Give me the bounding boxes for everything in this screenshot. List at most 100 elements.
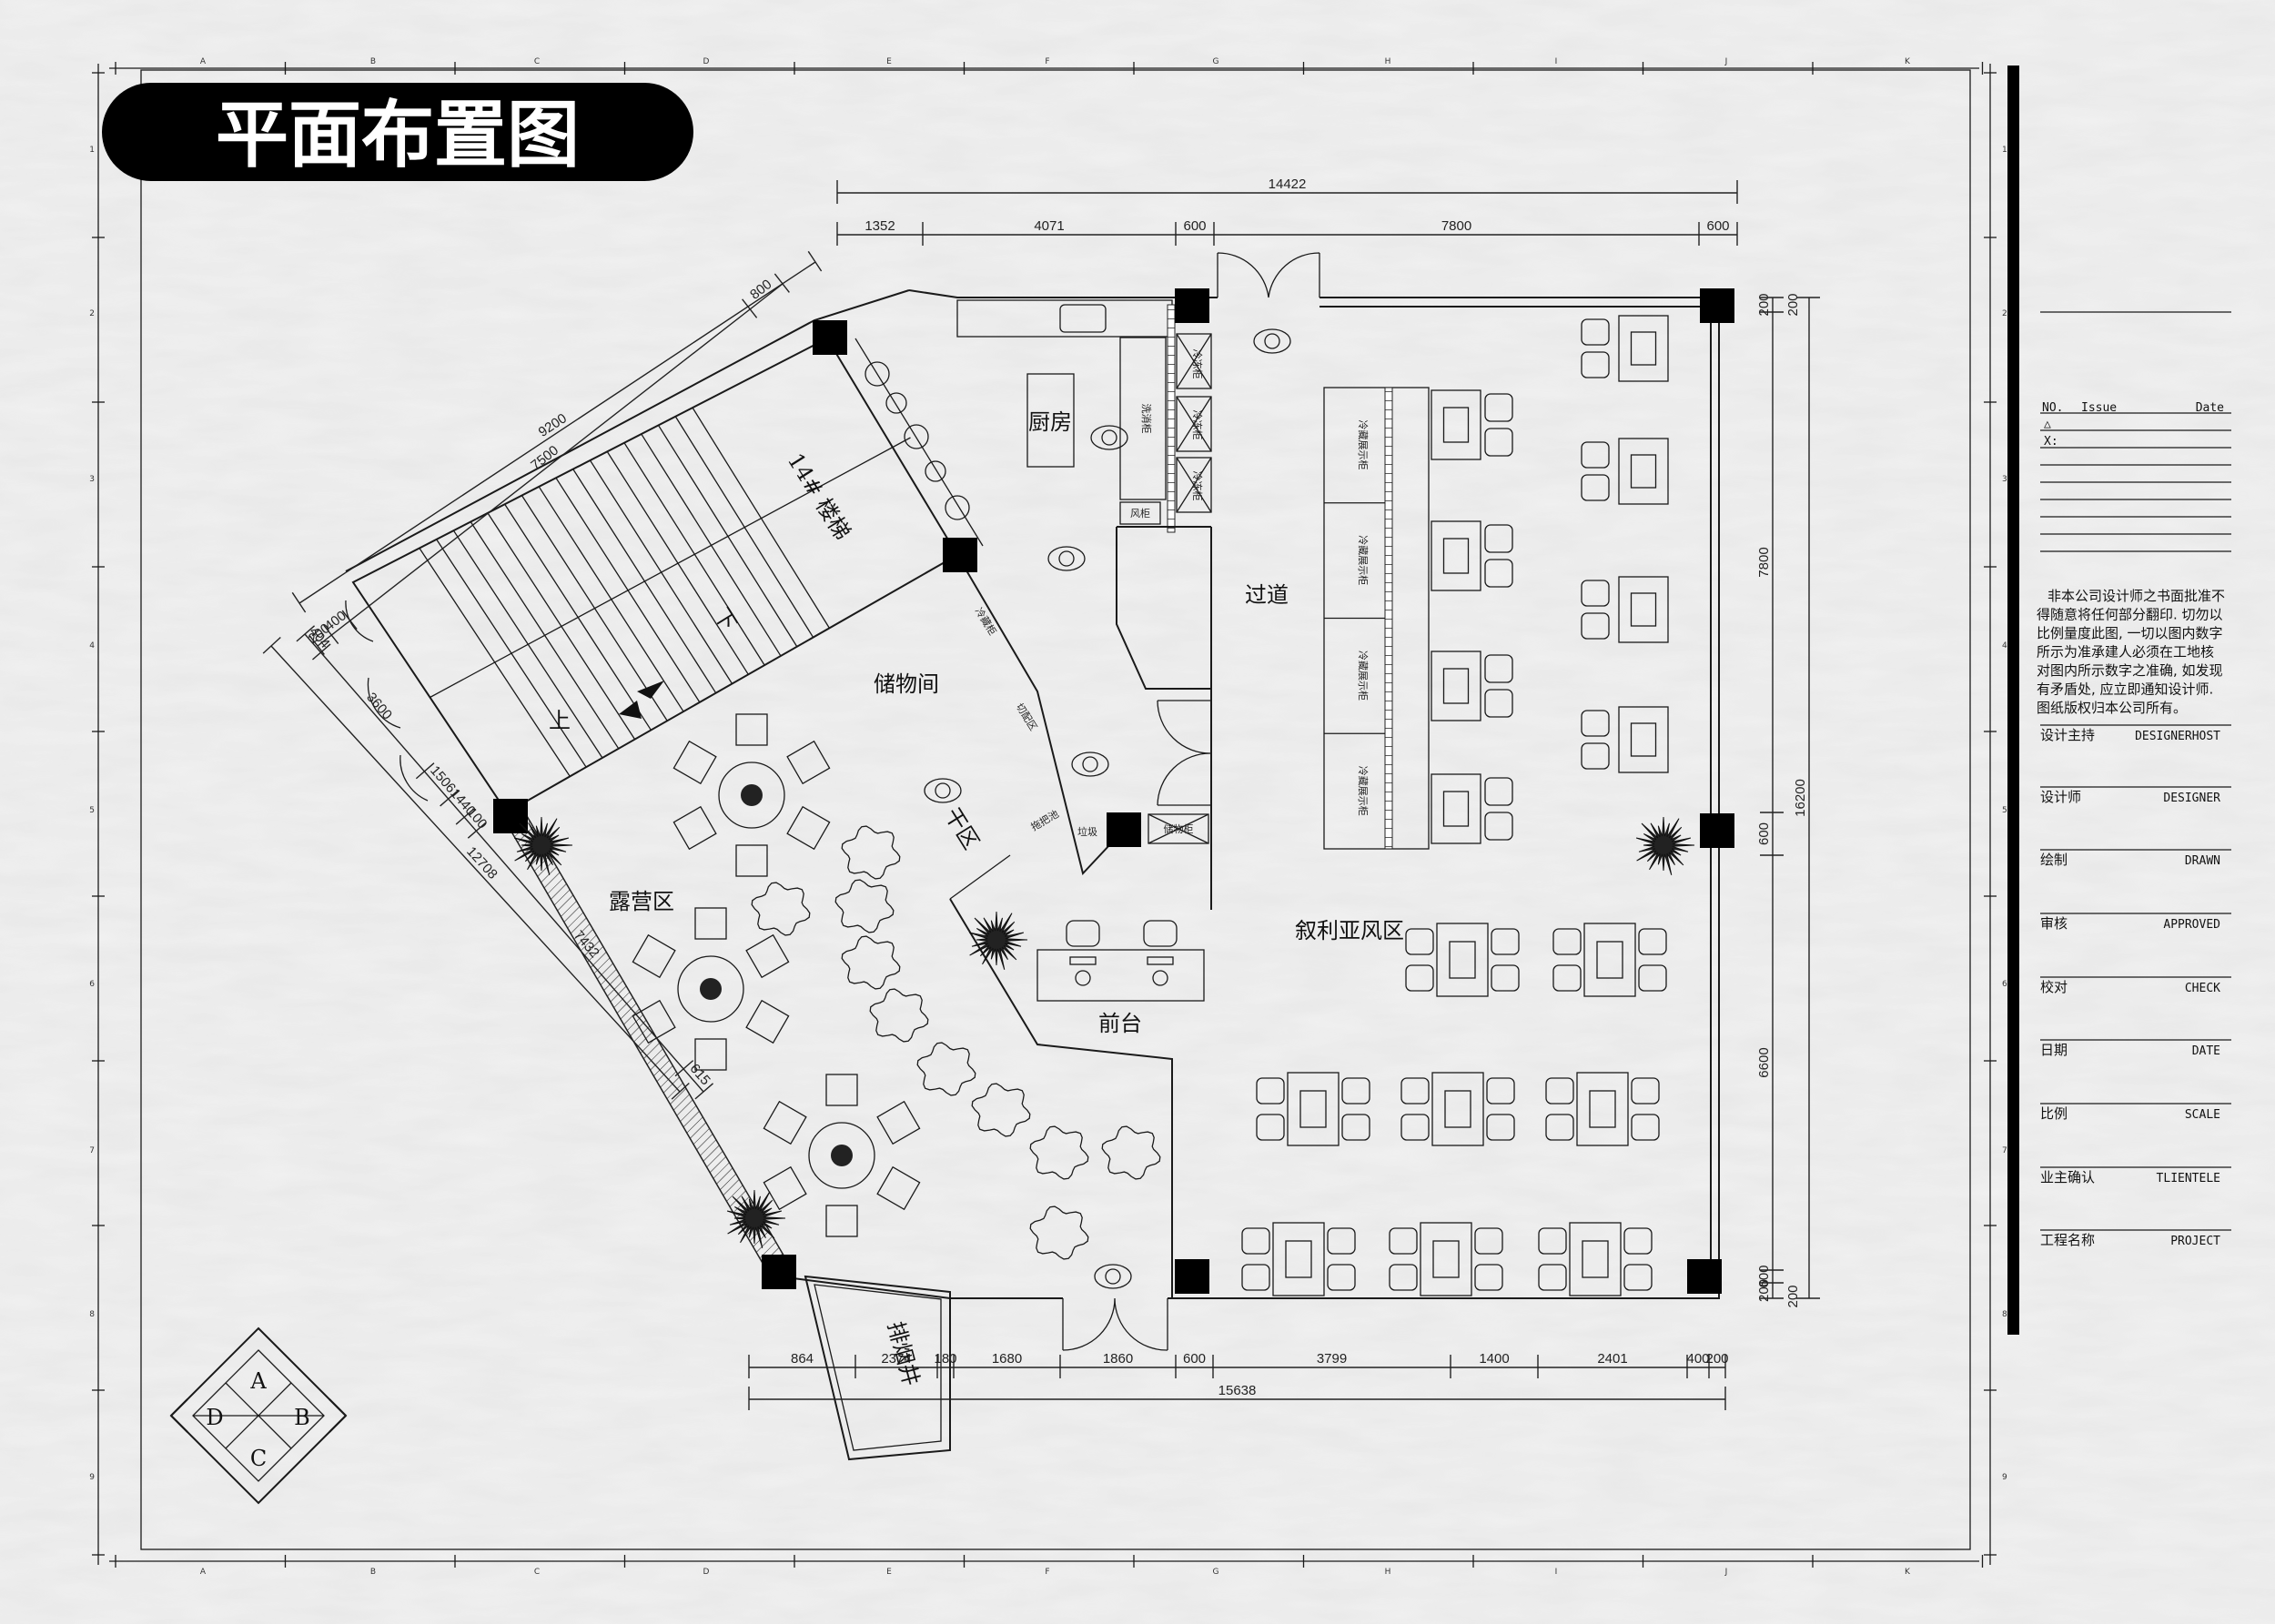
structural-column xyxy=(1175,1259,1209,1294)
stove-burner-icon xyxy=(864,361,890,387)
chair xyxy=(1241,1264,1270,1291)
compass-arrow-icon xyxy=(170,1398,347,1433)
compass-label-a: A xyxy=(249,1368,267,1394)
chair xyxy=(1484,654,1513,683)
table-inset xyxy=(1449,941,1476,979)
table xyxy=(1431,520,1513,591)
dimension-tick xyxy=(807,250,823,272)
dimension-label: 15638 xyxy=(1218,1383,1257,1398)
kitchen-island xyxy=(1026,373,1075,468)
chair xyxy=(1581,710,1610,737)
freezer-cross xyxy=(1176,457,1212,513)
grid-column-label: E xyxy=(886,57,892,66)
dimension-label: 1352 xyxy=(864,218,895,234)
grid-column-label: F xyxy=(1045,1568,1049,1577)
stair-treads xyxy=(419,407,911,777)
table xyxy=(1389,1222,1503,1296)
compass-label-c: C xyxy=(250,1446,267,1471)
person-icon xyxy=(1047,546,1086,571)
dimension-tick xyxy=(467,822,487,839)
grid-column-label: D xyxy=(703,1568,710,1577)
dimension-line xyxy=(317,283,784,647)
chair xyxy=(876,1165,921,1211)
grid-row-label: 8 xyxy=(2002,1310,2007,1319)
person-icon xyxy=(1094,1264,1132,1289)
chair xyxy=(786,740,831,785)
freezer-cross xyxy=(1176,396,1212,452)
table-inset xyxy=(1299,1090,1327,1128)
cloud-stool xyxy=(841,825,901,880)
stair-arrow-icon xyxy=(637,681,664,699)
chair xyxy=(1484,689,1513,718)
room-label-corridor: 过道 xyxy=(1245,582,1289,608)
chair xyxy=(876,1100,921,1145)
grid-column-label: A xyxy=(200,57,207,66)
dimension-bottom-total: 15638 xyxy=(748,1383,1726,1410)
title-block-bar xyxy=(2007,66,2019,1335)
grid-column-label: I xyxy=(1555,57,1558,66)
chair xyxy=(735,844,768,877)
dimension-tick xyxy=(341,610,358,630)
table-inset xyxy=(1589,1090,1616,1128)
stair-up-label: 上 xyxy=(549,708,571,733)
title-banner: 平面布置图 xyxy=(102,83,693,181)
chair xyxy=(1256,1114,1285,1141)
dimension-tick xyxy=(262,637,281,654)
door-swing xyxy=(1062,1297,1168,1351)
chair xyxy=(763,1165,807,1211)
door-swing xyxy=(1217,252,1320,298)
chair xyxy=(1484,524,1513,553)
smoke-shaft xyxy=(804,1275,951,1461)
dimension-line xyxy=(298,261,816,604)
chair xyxy=(1256,1077,1285,1105)
dimension-label: 200 xyxy=(1785,293,1801,316)
table-top xyxy=(1287,1072,1340,1146)
cloud-stool xyxy=(1029,1125,1089,1180)
compass-label-d: D xyxy=(206,1405,223,1430)
room-label-kitchen: 厨房 xyxy=(1028,409,1072,435)
grid-row-label: 6 xyxy=(89,980,95,989)
table-top xyxy=(1431,651,1481,721)
dimension-tick xyxy=(415,762,435,780)
stove-burner-icon xyxy=(904,424,929,449)
title-block-label: 审核 xyxy=(2040,915,2068,932)
structural-column xyxy=(762,1255,796,1289)
chair xyxy=(1552,928,1582,955)
booth-divider xyxy=(1384,387,1393,850)
grid-row-label: 4 xyxy=(2002,641,2007,651)
storage-cabinet xyxy=(1148,813,1209,844)
centerpiece-plant-icon xyxy=(741,784,763,806)
computer-icon xyxy=(1147,956,1174,965)
table-top xyxy=(1618,576,1669,643)
chair xyxy=(1405,928,1434,955)
grid-column-label: K xyxy=(1905,1568,1911,1577)
table-inset xyxy=(1432,1240,1460,1278)
table-inset xyxy=(1442,407,1470,443)
person-icon xyxy=(924,778,962,803)
table xyxy=(1241,1222,1356,1296)
entrance-door-top xyxy=(1217,252,1320,298)
table-inset xyxy=(1582,1240,1609,1278)
title-block-label: 日期 xyxy=(2040,1042,2068,1058)
stair-handrail xyxy=(430,437,911,699)
grid-row-label: 5 xyxy=(89,806,95,815)
freezer-cross xyxy=(1176,333,1212,389)
table-top xyxy=(1618,315,1669,382)
wall-bottom-left xyxy=(778,1276,951,1299)
dimension-label: 6600 xyxy=(1756,1047,1772,1077)
dimension-tick xyxy=(291,591,307,613)
dimension-tick xyxy=(742,298,758,318)
chair xyxy=(1638,928,1667,955)
wall-kitchen-top xyxy=(908,289,1172,298)
freezer xyxy=(1176,457,1212,513)
air-cabinet xyxy=(1119,501,1161,525)
grid-row-label: 5 xyxy=(2002,806,2007,815)
table xyxy=(1581,438,1669,505)
dimension-tick xyxy=(312,643,331,661)
dimension-tick xyxy=(774,273,790,293)
freezer xyxy=(1176,333,1212,389)
cloud-stool xyxy=(1029,1205,1089,1260)
chair xyxy=(1538,1264,1567,1291)
